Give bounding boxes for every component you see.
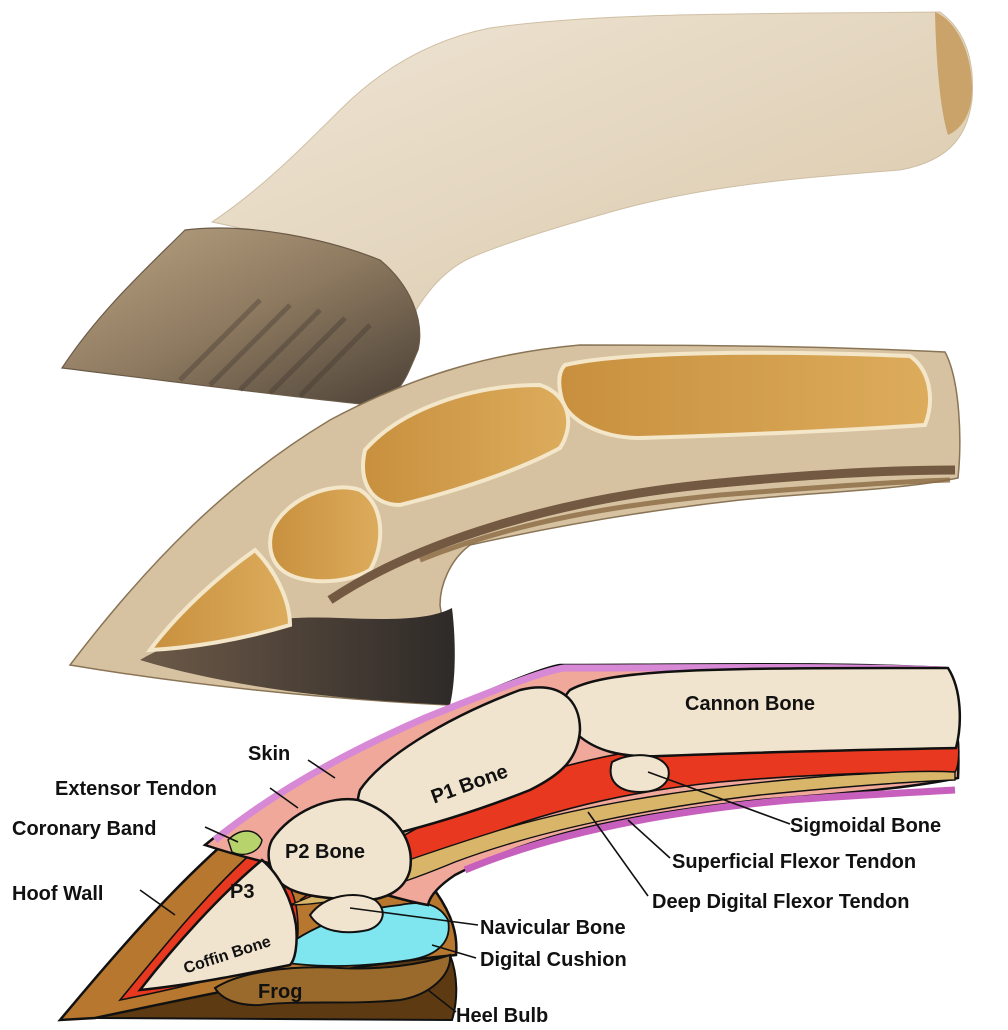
label-p2-bone: P2 Bone — [285, 841, 365, 863]
label-hoof-wall: Hoof Wall — [12, 883, 103, 905]
label-navicular-bone: Navicular Bone — [480, 917, 626, 939]
section-cannon-bone — [559, 353, 930, 438]
label-sigmoidal-bone: Sigmoidal Bone — [790, 815, 941, 837]
section-photo — [70, 345, 960, 705]
label-heel-bulb: Heel Bulb — [456, 1005, 548, 1027]
label-skin: Skin — [248, 743, 290, 765]
label-cannon-bone: Cannon Bone — [685, 693, 815, 715]
sigmoidal-bone-region — [611, 755, 669, 792]
label-extensor-tendon: Extensor Tendon — [55, 778, 217, 800]
whole-leg-photo — [62, 12, 973, 405]
labeled-diagram: Cannon Bone P1 Bone P2 Bone P3 Coffin Bo… — [12, 664, 960, 1027]
label-digital-cushion: Digital Cushion — [480, 949, 627, 971]
label-p3: P3 — [230, 881, 254, 903]
label-superficial-flexor-tendon: Superficial Flexor Tendon — [672, 851, 916, 873]
label-frog: Frog — [258, 981, 302, 1003]
label-deep-digital-flexor-tendon: Deep Digital Flexor Tendon — [652, 891, 909, 913]
label-coronary-band: Coronary Band — [12, 818, 156, 840]
leader-superficial-flexor — [628, 820, 670, 858]
